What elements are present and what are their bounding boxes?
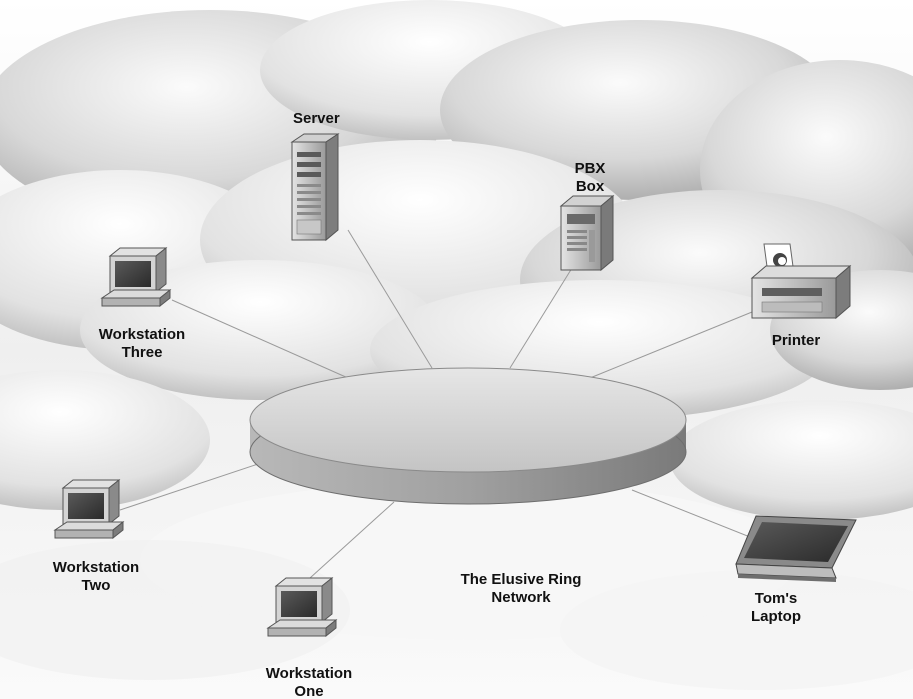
printer-label: Printer xyxy=(756,332,836,350)
diagram-caption: The Elusive Ring Network xyxy=(446,571,596,607)
printer-label-line: Printer xyxy=(771,332,821,349)
connector-workstation-three xyxy=(171,299,349,379)
connector-workstation-one xyxy=(309,501,395,579)
pbx-label-line-1: PBX xyxy=(574,160,606,177)
workstation-one-icon xyxy=(266,576,338,638)
connector-workstation-two xyxy=(119,461,265,511)
connector-lines xyxy=(119,229,771,579)
ring-network xyxy=(249,367,687,505)
workstation-one-label-line-2: One xyxy=(294,683,324,699)
workstation-two-label: Workstation Two xyxy=(36,559,156,595)
pbx-label: PBX Box xyxy=(570,160,610,196)
diagram-caption-line-2: Network xyxy=(491,589,551,606)
connector-laptop xyxy=(631,489,771,546)
laptop-label-line-1: Tom's xyxy=(754,590,798,607)
server-label-line: Server xyxy=(293,110,340,127)
workstation-one-label: Workstation One xyxy=(249,665,369,699)
connector-printer xyxy=(589,311,753,379)
laptop-label: Tom's Laptop xyxy=(736,590,816,626)
pbx-label-line-2: Box xyxy=(575,178,605,195)
server-label: Server xyxy=(293,110,340,128)
workstation-three-label-line-1: Workstation xyxy=(98,326,186,343)
workstation-two-label-line-2: Two xyxy=(81,577,111,594)
workstation-three-label: Workstation Three xyxy=(82,326,202,362)
server-tower-icon xyxy=(290,133,340,242)
workstation-one-label-line-1: Workstation xyxy=(265,665,353,682)
connector-pbx xyxy=(509,267,573,369)
workstation-two-label-line-1: Workstation xyxy=(52,559,140,576)
laptop-icon xyxy=(735,515,857,582)
workstation-two-icon xyxy=(53,478,125,540)
workstation-three-icon xyxy=(100,246,172,308)
workstation-three-label-line-2: Three xyxy=(121,344,163,361)
pbx-box-icon xyxy=(559,194,615,272)
diagram-caption-line-1: The Elusive Ring xyxy=(460,571,582,588)
laptop-label-line-2: Laptop xyxy=(751,608,801,625)
printer-icon xyxy=(750,243,852,320)
connector-server xyxy=(347,229,433,369)
